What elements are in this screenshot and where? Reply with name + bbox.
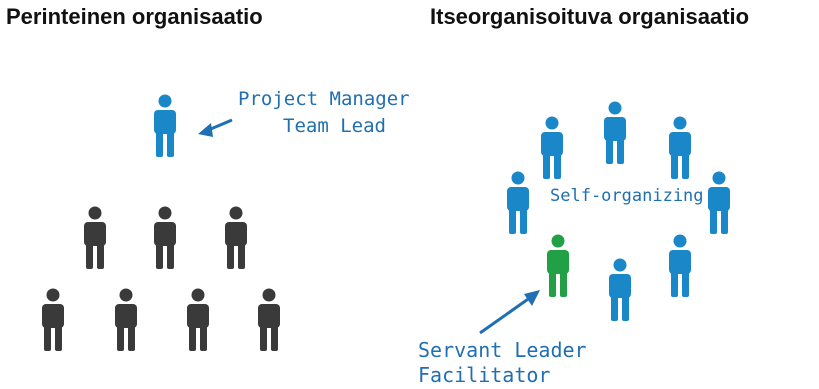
team-member-figure	[187, 288, 209, 351]
team-members	[42, 206, 280, 351]
team-member-figure	[42, 288, 64, 351]
facilitator-label: Facilitator	[418, 363, 551, 387]
servant-leader-label: Servant Leader	[418, 338, 587, 362]
team-lead-label: Team Lead	[283, 115, 386, 137]
team-member-figure	[669, 234, 691, 297]
team-member-figure	[708, 171, 730, 234]
team-member-figure	[154, 206, 176, 269]
team-member-figure	[507, 171, 529, 234]
team-member-figure	[541, 116, 563, 179]
team-member-figure	[604, 101, 626, 164]
self-organizing-org-heading: Itseorganisoituva organisaatio	[430, 4, 750, 29]
team-member-figure	[115, 288, 137, 351]
leader-arrow-head	[524, 290, 540, 306]
leader-arrow-line	[479, 295, 532, 335]
manager-arrow-head	[198, 123, 213, 137]
project-manager-figure	[154, 94, 176, 157]
team-member-figure	[669, 116, 691, 179]
team-member-figure	[225, 206, 247, 269]
project-manager-label: Project Manager	[238, 88, 410, 110]
team-member-figure	[258, 288, 280, 351]
self-organizing-members	[507, 101, 730, 321]
team-member-figure	[84, 206, 106, 269]
self-organizing-label: Self-organizing	[550, 186, 704, 206]
traditional-org-heading: Perinteinen organisaatio	[6, 4, 263, 29]
team-member-figure	[609, 258, 631, 321]
servant-leader-figure	[547, 234, 569, 297]
